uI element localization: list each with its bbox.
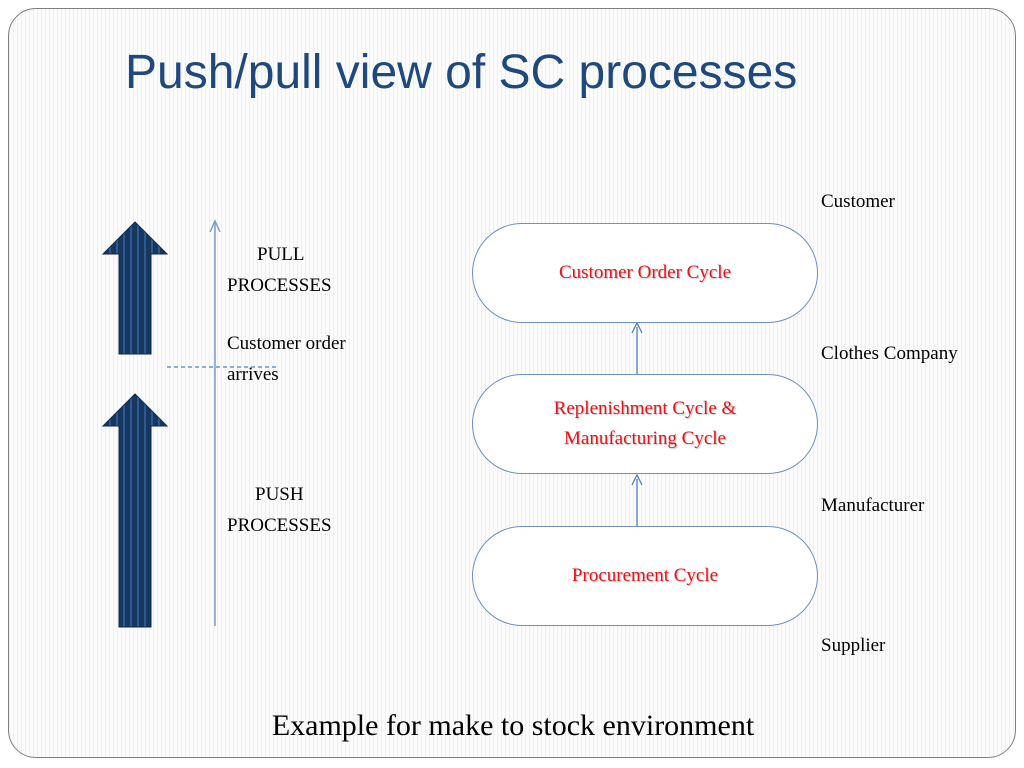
- cycle-label: Procurement Cycle: [572, 561, 718, 591]
- push-label-line1: PUSH: [255, 484, 304, 505]
- slide-title: Push/pull view of SC processes: [125, 46, 798, 99]
- stage-supplier: Supplier: [821, 635, 886, 656]
- connector-arrowhead-icon: [631, 321, 643, 334]
- cycle-label: Customer Order Cycle: [559, 258, 731, 288]
- flow-arrowhead-icon: [209, 219, 221, 233]
- cycle-label-line1: Replenishment Cycle &: [553, 398, 737, 419]
- customer-order-cycle-box: Customer Order Cycle: [472, 223, 818, 323]
- procurement-cycle-box: Procurement Cycle: [472, 526, 818, 626]
- push-up-arrow-icon: [101, 393, 169, 628]
- cycle-label-line1: Procurement Cycle: [571, 565, 719, 586]
- order-arrives-line2: arrives: [227, 364, 279, 385]
- order-arrives-line1: Customer order: [227, 333, 346, 354]
- cycle-label-line2: Manufacturing Cycle: [564, 428, 726, 449]
- pull-label-line1: PULL: [257, 244, 305, 265]
- pull-label-line2: PROCESSES: [227, 275, 332, 296]
- stage-clothes-company: Clothes Company: [821, 343, 958, 364]
- replenishment-manufacturing-cycle-box: Replenishment Cycle & Manufacturing Cycl…: [472, 374, 818, 474]
- stage-manufacturer: Manufacturer: [821, 495, 925, 516]
- diagram-graphics: [101, 219, 643, 628]
- stage-customer: Customer: [821, 191, 895, 212]
- pull-up-arrow-icon: [101, 221, 169, 355]
- slide-footer-caption: Example for make to stock environment: [271, 709, 755, 742]
- push-label-line2: PROCESSES: [227, 515, 332, 536]
- slide: Push/pull view of SC processes PULL PROC…: [8, 8, 1016, 758]
- connector-arrowhead-icon: [631, 473, 643, 486]
- cycle-label-line1: Customer Order Cycle: [558, 262, 731, 283]
- cycle-label: Replenishment Cycle & Manufacturing Cycl…: [554, 394, 737, 454]
